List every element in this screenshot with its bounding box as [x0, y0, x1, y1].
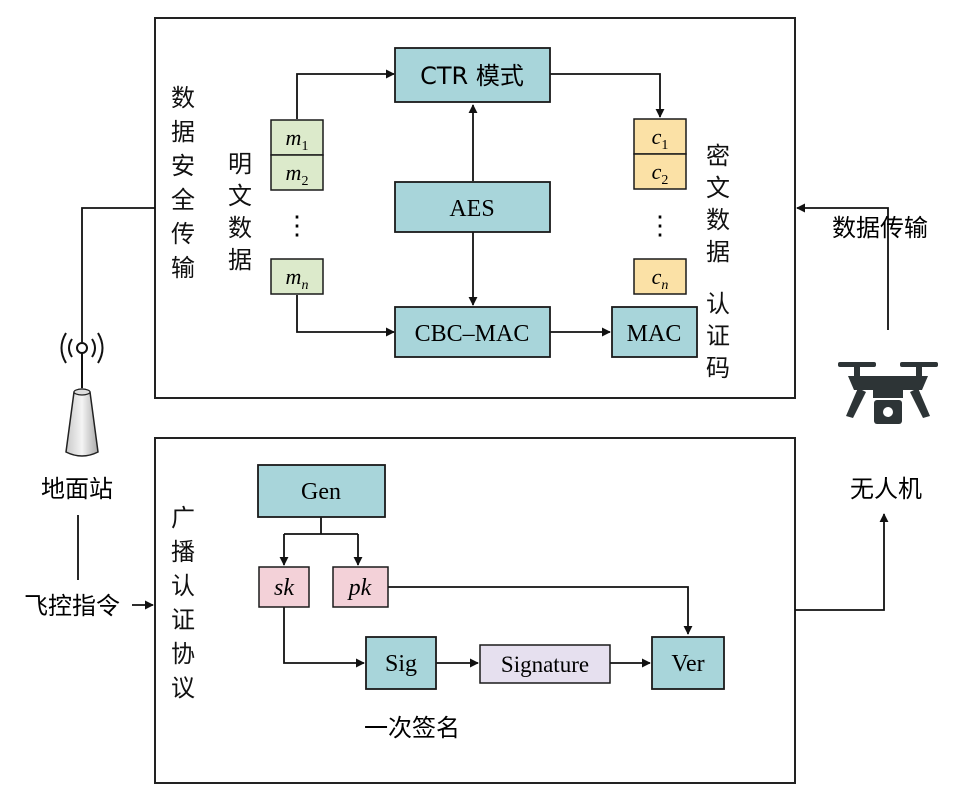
ground-to-top-panel-line	[81, 207, 155, 342]
aes-label: AES	[449, 196, 494, 222]
data-transmission-label: 数据传输	[832, 214, 928, 242]
ctr-mode-label: CTR 模式	[420, 62, 524, 90]
ctr-to-ciphertext-arrow	[550, 73, 665, 118]
mac-label: MAC	[627, 321, 682, 347]
plaintext-label-char: 数	[228, 214, 252, 242]
plaintext-cell-m2	[270, 154, 324, 191]
ciphertext-cell-c2-text: c2	[652, 159, 669, 188]
data-security-label-char: 全	[171, 186, 195, 214]
bottom-panel-frame	[154, 437, 796, 784]
data-security-label-char: 数	[171, 84, 195, 112]
ciphertext-cell-c2	[633, 153, 687, 190]
cbc-mac-label: CBC–MAC	[415, 321, 530, 347]
flight-command-label: 飞控指令	[24, 592, 120, 620]
plaintext-cell-mn	[270, 258, 324, 295]
ciphertext-label-char: 数	[706, 206, 730, 234]
ground-station-label: 地面站	[41, 475, 113, 503]
drone-icon	[838, 362, 938, 424]
broadcast-auth-label-char: 播	[171, 538, 195, 566]
plaintext-label-char: 明	[228, 150, 252, 178]
data-security-label-char: 据	[171, 118, 195, 146]
bottom-panel-to-drone-arrow	[795, 513, 889, 611]
ciphertext-label-char: 文	[706, 174, 730, 202]
sk-to-sig-arrow	[283, 606, 365, 668]
plaintext-cell-mn-text: mn	[286, 264, 309, 293]
ciphertext-cell-c1-text: c1	[652, 124, 669, 153]
sk-box	[258, 566, 310, 608]
plaintext-to-cbc-arrow	[296, 295, 395, 337]
sk-label: sk	[274, 575, 294, 601]
plaintext-label-char: 据	[228, 246, 252, 274]
antenna-icon	[60, 332, 104, 388]
ground-station-tower-icon	[65, 388, 99, 457]
sig-box	[365, 636, 437, 690]
mac-label-char: 证	[706, 322, 730, 350]
aes-box	[394, 181, 551, 233]
pk-to-ver-arrow	[388, 586, 693, 635]
plaintext-ellipsis: ⋮	[284, 211, 310, 240]
plaintext-cell-m1-text: m1	[286, 125, 309, 154]
plaintext-to-ctr-arrow	[296, 69, 395, 119]
gen-box	[257, 464, 386, 518]
drone-to-top-panel-arrow	[796, 203, 889, 330]
mac-box	[611, 306, 698, 358]
gen-label: Gen	[301, 479, 341, 505]
plaintext-cell-m1	[270, 119, 324, 156]
drone-label: 无人机	[850, 475, 922, 503]
plaintext-label-char: 文	[228, 182, 252, 210]
broadcast-auth-label-char: 证	[171, 606, 195, 634]
signature-box	[479, 644, 611, 684]
data-security-label-char: 输	[171, 254, 195, 282]
sig-label: Sig	[385, 651, 417, 677]
broadcast-auth-label-char: 广	[171, 504, 195, 532]
one-time-signature-label: 一次签名	[364, 714, 460, 742]
ver-box	[651, 636, 725, 690]
broadcast-auth-label-char: 认	[171, 572, 195, 600]
broadcast-auth-label-char: 协	[171, 640, 195, 668]
data-security-label-char: 安	[171, 152, 195, 180]
ciphertext-cell-cn	[633, 258, 687, 295]
cbc-mac-box	[394, 306, 551, 358]
signature-label: Signature	[501, 652, 589, 677]
gen-split-line	[284, 517, 358, 535]
data-security-label-char: 传	[171, 220, 195, 248]
mac-label-char: 认	[706, 290, 730, 318]
mac-label-char: 码	[706, 354, 730, 382]
ctr-mode-box	[394, 47, 551, 103]
ver-label: Ver	[671, 651, 704, 677]
pk-label: pk	[347, 575, 372, 601]
ciphertext-label-char: 据	[706, 238, 730, 266]
ciphertext-cell-cn-text: cn	[652, 264, 669, 293]
plaintext-cell-m2-text: m2	[286, 160, 309, 189]
ciphertext-ellipsis: ⋮	[647, 211, 673, 240]
pk-box	[332, 566, 389, 608]
ciphertext-label-char: 密	[706, 142, 730, 170]
broadcast-auth-label-char: 议	[171, 674, 195, 702]
